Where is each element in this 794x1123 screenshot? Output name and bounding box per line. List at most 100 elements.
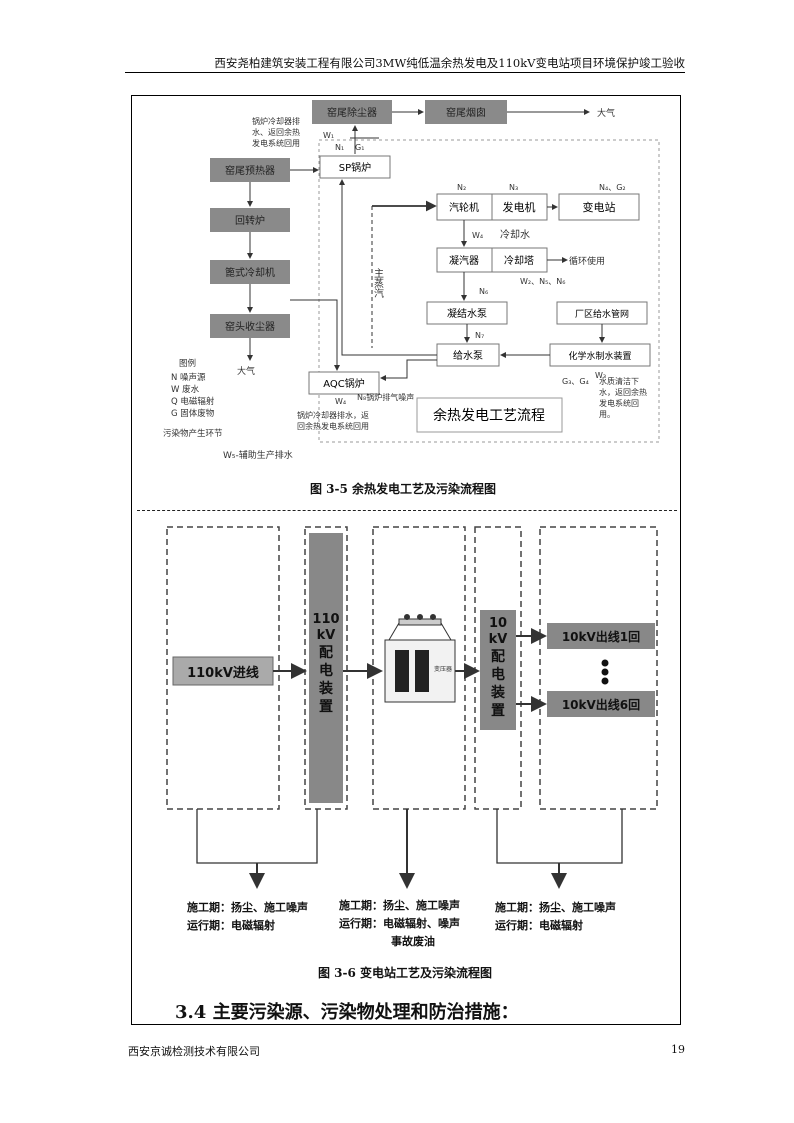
lv-line-5: 置 [491, 702, 505, 719]
chem-water-label: 化学水制水装置 [568, 350, 631, 362]
w1-note-b: 水、返回余热 [252, 127, 300, 137]
plant-water-label: 厂区给水管网 [575, 308, 629, 320]
atmosphere-label-1: 大气 [597, 107, 615, 119]
rotary-kiln-label: 回转炉 [235, 214, 265, 227]
transformer-icon: 变压器 [384, 614, 456, 703]
legend-w: W 废水 [171, 384, 200, 395]
cooling-tower-label: 冷却塔 [504, 254, 534, 267]
aqc-boiler-box: AQC锅炉 [308, 371, 380, 395]
note-right-operation: 运行期：电磁辐射 [495, 918, 583, 932]
cooling-water-label: 冷却水 [500, 228, 530, 241]
page-header: 西安尧柏建筑安装工程有限公司3MW纯低温余热发电及110kV变电站项目环境保护竣… [214, 56, 685, 70]
outlet-6-box: 10kV出线6回 [547, 691, 655, 717]
note-mid-accident: 事故废油 [391, 934, 435, 948]
hv-line-5: 置 [319, 698, 333, 715]
aqc-note-a: 锅炉冷却器排水，返 [297, 410, 369, 420]
preheater-box: 窑尾预热器 [210, 158, 290, 182]
lv-line-0: 10 [489, 616, 507, 631]
lv-line-2: 配 [491, 649, 505, 665]
condensate-pump-label: 凝结水泵 [447, 307, 487, 320]
n7-label: N₇ [475, 331, 484, 340]
grate-cooler-box: 篦式冷却机 [210, 260, 290, 284]
outlet-1-box: 10kV出线1回 [547, 623, 655, 649]
process-title-box: 余热发电工艺流程 [416, 397, 563, 433]
atmosphere-label-2: 大气 [237, 365, 255, 377]
condensate-pump-box: 凝结水泵 [426, 301, 508, 325]
main-steam-label: 主蒸汽 [372, 268, 384, 298]
aqc-note-b: 回余热发电系统回用 [297, 421, 369, 431]
feed-pump-label: 给水泵 [453, 349, 483, 362]
kiln-dust-label: 窑尾除尘器 [327, 106, 377, 119]
note-left-construction: 施工期：扬尘、施工噪声 [187, 900, 308, 914]
waste-heat-flow-diagram: 窑尾除尘器 窑尾烟囱 窑尾预热器 回转炉 篦式冷却机 窑头收尘器 SP锅炉 汽轮… [163, 100, 660, 461]
w5-note: W₅-辅助生产排水 [223, 449, 293, 461]
hv-line-0: 110 [312, 612, 339, 627]
aqc-boiler-label: AQC锅炉 [323, 378, 365, 390]
chem-note-b: 水，返回余热 [599, 387, 647, 397]
kiln-dust-box: 窑尾除尘器 [312, 100, 392, 124]
note-mid-operation: 运行期：电磁辐射、噪声 [339, 916, 460, 930]
column-2 [304, 526, 348, 810]
lv-line-1: kV [489, 632, 508, 647]
chem-water-box: 化学水制水装置 [549, 343, 651, 367]
outlet-1-label: 10kV出线1回 [562, 629, 640, 644]
legend-q: Q 电磁辐射 [171, 396, 215, 407]
column-1 [166, 526, 280, 810]
header-rule [125, 72, 685, 73]
feed-pump-box: 给水泵 [436, 343, 500, 367]
w1-note-a: 锅炉冷却器排 [252, 116, 300, 126]
generation-system-enclosure [318, 139, 660, 443]
incoming-110kv-box: 110kV进线 [172, 656, 274, 686]
legend-n: N 噪声源 [171, 372, 206, 383]
note-right-construction: 施工期：扬尘、施工噪声 [495, 900, 616, 914]
turbine-box: 汽轮机 [436, 193, 493, 221]
plant-water-box: 厂区给水管网 [556, 301, 648, 325]
g1-label: G₁ [355, 143, 364, 152]
n2-label: N₂ [457, 183, 466, 192]
generator-label: 发电机 [503, 200, 536, 214]
cooling-tower-box: 冷却塔 [491, 247, 548, 273]
incoming-110kv-label: 110kV进线 [187, 665, 259, 681]
hv-line-1: kV [317, 628, 336, 643]
hv-line-2: 配 [319, 645, 333, 661]
substation-label: 变电站 [583, 200, 616, 214]
condenser-box: 凝汽器 [436, 247, 493, 273]
generator-box: 发电机 [491, 193, 548, 221]
rotary-kiln-box: 回转炉 [210, 208, 290, 232]
outlet-6-label: 10kV出线6回 [562, 697, 640, 712]
legend-flow: 污染物产生环节 [163, 428, 223, 439]
recycle-label: 循环使用 [569, 255, 605, 267]
note-left-operation: 运行期：电磁辐射 [187, 918, 275, 932]
section-separator [137, 510, 677, 511]
section-heading: 3.4 主要污染源、污染物处理和防治措施： [175, 1002, 519, 1023]
n1-label: N₁ [335, 143, 344, 152]
w1-label: W₁ [323, 131, 334, 140]
w2n5n6-label: W₂、N₅、N₆ [520, 277, 566, 286]
w4b-label: W₄ [335, 397, 346, 406]
lv-line-3: 电 [491, 666, 505, 683]
n4g2-label: N₄、G₂ [599, 183, 626, 192]
lv-line-4: 装 [490, 684, 506, 701]
hv-line-3: 电 [319, 662, 333, 679]
lv-switchgear: 10 kV 配 电 装 置 [480, 610, 516, 730]
chem-note-c: 发电系统回 [599, 398, 639, 408]
chem-note-d: 用。 [599, 410, 615, 419]
turbine-label: 汽轮机 [449, 201, 479, 214]
n8-note: N₈锅炉排气噪声 [357, 392, 414, 402]
n6-label: N₆ [479, 287, 488, 296]
substation-box: 变电站 [558, 193, 640, 221]
head-dust-box: 窑头收尘器 [210, 314, 290, 338]
sp-boiler-box: SP锅炉 [319, 155, 391, 179]
footer-company: 西安京诚检测技术有限公司 [128, 1045, 260, 1058]
grate-cooler-label: 篦式冷却机 [225, 266, 275, 279]
figure-3-5-caption: 图 3-5 余热发电工艺及污染流程图 [310, 482, 497, 496]
sp-boiler-label: SP锅炉 [339, 162, 371, 174]
column-5 [539, 526, 658, 810]
figure-frame [131, 95, 681, 1025]
head-dust-label: 窑头收尘器 [225, 320, 275, 333]
n3-label: N₃ [509, 183, 518, 192]
process-title-label: 余热发电工艺流程 [433, 407, 545, 424]
page-number: 19 [671, 1043, 685, 1056]
figure-3-6-caption: 图 3-6 变电站工艺及污染流程图 [318, 966, 493, 980]
hv-line-4: 装 [318, 680, 334, 697]
